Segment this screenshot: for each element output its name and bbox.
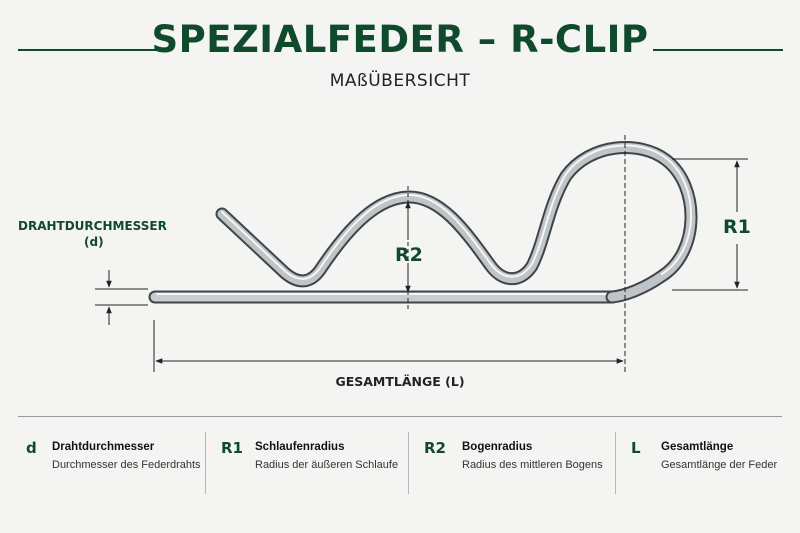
legend-divider — [18, 416, 782, 417]
r1-label: R1 — [723, 216, 751, 238]
wire-diameter-symbol: (d) — [84, 235, 104, 249]
legend-description: Durchmesser des Federdrahts — [52, 459, 201, 471]
r1-dimension — [624, 135, 748, 372]
legend-separator — [205, 432, 206, 494]
r2-label: R2 — [395, 244, 423, 266]
legend-name: Drahtdurchmesser — [52, 441, 155, 453]
legend-symbol: R1 — [221, 439, 243, 457]
legend-symbol: R2 — [424, 439, 446, 457]
legend-item-r1: R1 Schlaufenradius Radius der äußeren Sc… — [205, 426, 405, 496]
wire-diameter-label: DRAHTDURCHMESSER (d) — [18, 218, 198, 250]
legend-name: Bogenradius — [462, 441, 533, 453]
legend-name: Schlaufenradius — [255, 441, 345, 453]
legend: d Drahtdurchmesser Durchmesser des Feder… — [18, 426, 782, 496]
legend-symbol: L — [631, 439, 641, 457]
bent-wire — [215, 140, 698, 304]
legend-separator — [615, 432, 616, 494]
legend-description: Radius des mittleren Bogens — [462, 459, 603, 471]
legend-symbol: d — [26, 439, 37, 457]
length-label: GESAMTLÄNGE (L) — [335, 374, 465, 389]
title-rule-left — [18, 49, 164, 51]
wire-diameter-title: DRAHTDURCHMESSER — [18, 219, 167, 233]
legend-item-r2: R2 Bogenradius Radius des mittleren Boge… — [408, 426, 608, 496]
legend-separator — [408, 432, 409, 494]
length-dimension — [153, 320, 624, 372]
legend-item-d: d Drahtdurchmesser Durchmesser des Feder… — [18, 426, 208, 496]
legend-description: Radius der äußeren Schlaufe — [255, 459, 399, 471]
page-title: SPEZIALFEDER – R-CLIP — [151, 18, 649, 61]
legend-item-l: L Gesamtlänge Gesamtlänge der Feder — [615, 426, 782, 496]
page-subtitle: MAßÜBERSICHT — [329, 71, 471, 91]
wire-diameter-dimension — [95, 270, 148, 325]
legend-name: Gesamtlänge — [661, 441, 734, 453]
title-rule-right — [653, 49, 783, 51]
straight-wire-leg — [148, 290, 619, 304]
legend-description: Gesamtlänge der Feder — [661, 459, 778, 471]
